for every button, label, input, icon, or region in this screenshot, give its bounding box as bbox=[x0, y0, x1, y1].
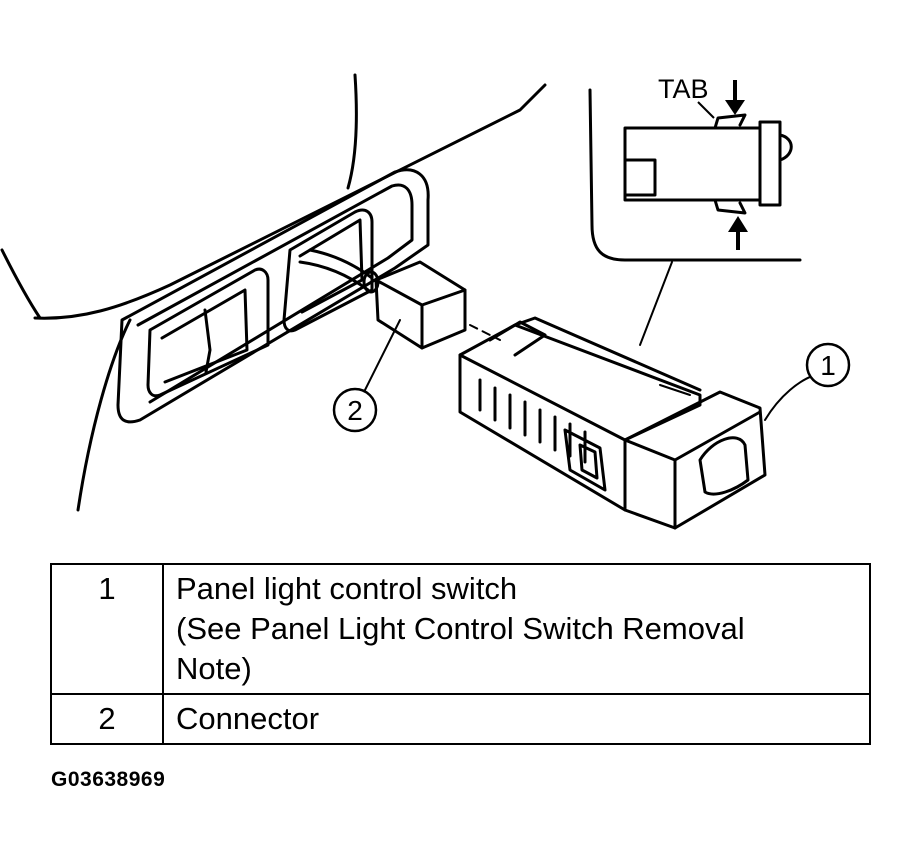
callout-1-number: 1 bbox=[820, 350, 836, 381]
legend-description-line: Connector bbox=[176, 701, 320, 736]
legend-number: 1 bbox=[50, 563, 164, 695]
legend-description-line: Note) bbox=[176, 651, 252, 686]
legend-number: 2 bbox=[50, 693, 164, 745]
tab-arrow-down-icon bbox=[725, 80, 745, 115]
tab-leader bbox=[697, 101, 715, 119]
callout-2: 2 bbox=[332, 387, 378, 433]
legend-description: Panel light control switch (See Panel Li… bbox=[162, 563, 871, 695]
callout-1: 1 bbox=[805, 342, 851, 388]
inset-switch-side-view bbox=[623, 113, 793, 215]
instrument-panel bbox=[0, 73, 547, 512]
panel-light-switch-part bbox=[458, 316, 767, 530]
figure-id: G03638969 bbox=[51, 768, 166, 791]
callout-2-leader bbox=[364, 319, 401, 391]
inset-frame bbox=[588, 88, 802, 346]
callout-2-number: 2 bbox=[347, 395, 363, 426]
tab-arrow-up-icon bbox=[728, 216, 748, 250]
legend-description-line: Panel light control switch bbox=[176, 571, 518, 606]
tab-label: TAB bbox=[658, 74, 709, 104]
callout-1-leader bbox=[764, 374, 816, 421]
legend-table: 1 Panel light control switch (See Panel … bbox=[50, 563, 871, 745]
legend-description: Connector bbox=[162, 693, 871, 745]
switch-removal-illustration: TAB 1 2 bbox=[0, 73, 851, 530]
table-row: 1 Panel light control switch (See Panel … bbox=[50, 563, 871, 695]
table-row: 2 Connector bbox=[50, 693, 871, 745]
legend-description-line: (See Panel Light Control Switch Removal bbox=[176, 611, 745, 646]
connector-part bbox=[298, 248, 501, 350]
